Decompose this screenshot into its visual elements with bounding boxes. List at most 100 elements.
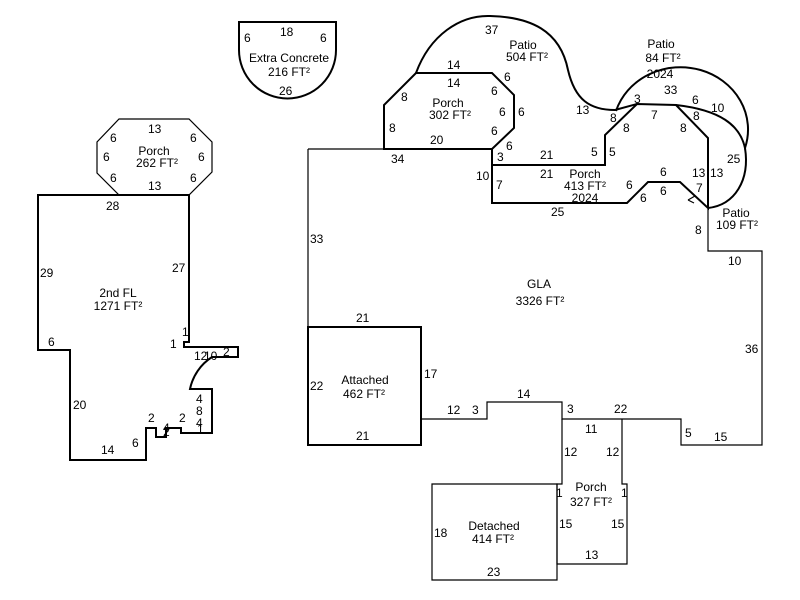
area-size: 327 FT²	[570, 495, 612, 509]
dim-label: 21	[540, 148, 554, 162]
area-name: GLA	[527, 277, 551, 291]
dim-label: 7	[651, 108, 658, 122]
dim-label: 3	[497, 150, 504, 164]
patio-109-outline	[707, 147, 747, 209]
area-patio-84: 33 3 6 10 8 25 Patio 84 FT² 2024	[615, 37, 750, 166]
area-name: 2nd FL	[99, 286, 137, 300]
area-name: Porch	[575, 480, 606, 494]
dim-label: 6	[660, 184, 667, 198]
dim-label: 12	[564, 445, 578, 459]
area-detached: 18 23 Detached 414 FT²	[431, 483, 558, 581]
area-attached: 21 22 17 21 Attached 462 FT²	[307, 311, 438, 446]
dim-label: 8	[610, 111, 617, 125]
dim-label: 18	[434, 526, 448, 540]
dim-label: 8	[196, 404, 203, 418]
area-name: Porch	[432, 96, 463, 110]
dim-label: 13	[576, 103, 590, 117]
dim-label: 6	[110, 131, 117, 145]
dim-label: 6	[499, 105, 506, 119]
porch-413-outline	[491, 102, 709, 211]
dim-label: 1	[621, 486, 628, 500]
dim-label: 1	[197, 422, 204, 436]
dim-label: 6	[660, 165, 667, 179]
dim-label: 11	[585, 422, 598, 436]
dim-label: 27	[172, 261, 186, 275]
dim-label: 28	[106, 199, 120, 213]
dim-label: 8	[623, 121, 630, 135]
dim-label: 6	[491, 84, 498, 98]
dim-label: 5	[609, 145, 616, 159]
dim-label: 18	[280, 25, 294, 39]
dim-label: 5	[591, 145, 598, 159]
area-name: Porch	[569, 167, 600, 181]
dim-label: 2	[179, 411, 186, 425]
area-extra-concrete: 6 18 6 26 Extra Concrete 216 FT²	[238, 21, 337, 100]
dim-label: 15	[714, 430, 728, 444]
dim-label: 10	[711, 101, 725, 115]
dim-label: 2	[223, 345, 230, 359]
dim-label: 20	[73, 398, 87, 412]
dim-label: 7	[496, 178, 503, 192]
area-second-floor: 28 29 27 1 1 6 20 14 6 2 4 2 2 4 8 4 1 1…	[37, 194, 239, 461]
dim-label: 22	[614, 402, 628, 416]
dim-label: 12	[606, 445, 620, 459]
area-gla: 34 10 33 8 10 36 15 5 22 3 14 3 12 GLA 3…	[307, 148, 763, 446]
extra-concrete-outline	[238, 21, 337, 100]
area-name: Porch	[138, 144, 169, 158]
porch-327-outline	[556, 419, 628, 565]
dim-label: 33	[310, 232, 324, 246]
area-name: Patio	[509, 38, 537, 52]
dim-label: 26	[279, 84, 293, 98]
porch-302-outline	[383, 72, 515, 150]
area-porch-262: 13 6 6 6 6 6 6 13 Porch 262 FT²	[96, 118, 213, 196]
dim-label: 6	[244, 31, 251, 45]
dim-label: 10	[476, 169, 490, 183]
area-porch-302: 14 8 8 6 6 6 6 6 6 20 Porch 302 FT²	[383, 70, 525, 153]
dim-label: 3	[472, 403, 479, 417]
angle-marker	[687, 195, 696, 204]
dim-label: 8	[695, 223, 702, 237]
area-porch-327: 11 12 12 1 1 15 15 13 Porch 327 FT²	[556, 419, 628, 565]
dim-label: 8	[401, 90, 408, 104]
dim-label: 15	[611, 517, 625, 531]
dim-label: 25	[551, 205, 565, 219]
dim-label: 13	[692, 166, 706, 180]
dim-label: 8	[693, 109, 700, 123]
second-floor-outline	[37, 194, 239, 461]
dim-label: 29	[40, 266, 54, 280]
dim-label: 6	[320, 31, 327, 45]
attached-outline	[307, 326, 422, 446]
dim-label: 2	[148, 411, 155, 425]
area-size: 414 FT²	[472, 532, 514, 546]
dim-label: 6	[198, 150, 205, 164]
dim-label: 6	[640, 191, 647, 205]
dim-label: 6	[491, 124, 498, 138]
dim-label: 13	[148, 122, 162, 136]
dim-label: 13	[710, 166, 724, 180]
area-size: 109 FT²	[716, 218, 758, 232]
dim-label: 4	[163, 421, 170, 435]
dim-label: 21	[540, 167, 554, 181]
area-name: Patio	[647, 37, 675, 51]
area-size: 216 FT²	[268, 65, 310, 79]
dim-label: 20	[430, 133, 444, 147]
area-patio-504: 37 14 13 8 Patio 504 FT²	[415, 14, 638, 125]
patio-504-outline	[415, 14, 638, 112]
dim-label: 4	[196, 392, 203, 406]
area-patio-109: 13 Patio 109 FT²	[707, 147, 758, 232]
dim-label: 6	[692, 93, 699, 107]
dim-label: 21	[356, 429, 370, 443]
dim-label: 8	[680, 121, 687, 135]
area-size: 262 FT²	[136, 156, 178, 170]
dim-label: 6	[626, 178, 633, 192]
dim-label: 36	[745, 342, 759, 356]
dim-label: 14	[447, 76, 461, 90]
dim-label: 6	[504, 70, 511, 84]
dim-label: 6	[48, 335, 55, 349]
dim-label: 21	[356, 311, 370, 325]
gla-outline	[307, 148, 763, 446]
dim-label: 6	[132, 436, 139, 450]
dim-label: 23	[487, 565, 501, 579]
dim-label: 3	[567, 402, 574, 416]
